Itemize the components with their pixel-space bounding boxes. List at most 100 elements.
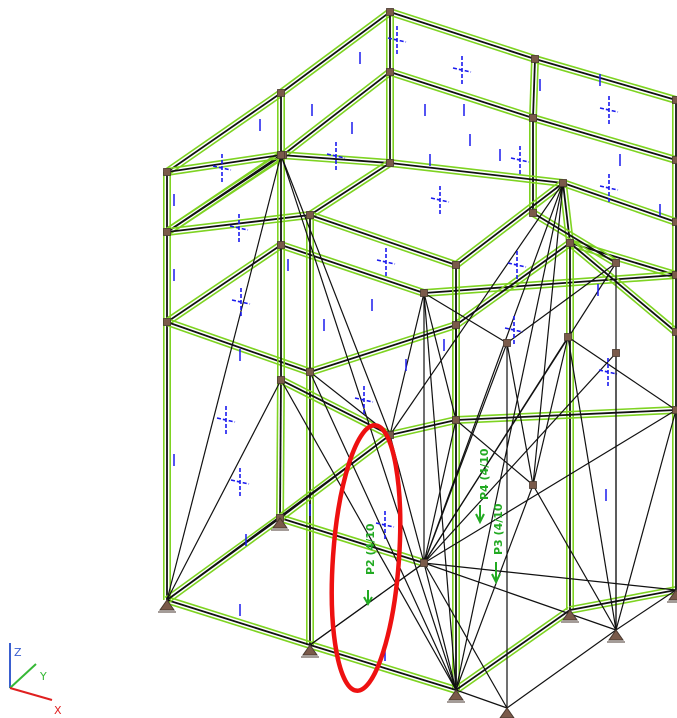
cable-member-18 <box>532 182 564 486</box>
load-cross-17 <box>216 406 236 434</box>
node-19 <box>672 271 677 279</box>
node-8 <box>672 156 677 164</box>
frame-outline-b-50 <box>534 209 619 261</box>
frame-outline-b-20 <box>390 159 564 181</box>
node-21 <box>306 368 314 376</box>
frame-outline-b-23 <box>311 165 393 219</box>
frame-outline-26 <box>457 184 566 269</box>
cable-member-29 <box>423 262 617 564</box>
member-label-p2-arrow <box>363 590 373 607</box>
frame-member-27 <box>562 182 571 244</box>
frame-member-48 <box>279 379 282 519</box>
frame-outline-20 <box>389 165 563 187</box>
frame-outline-1 <box>533 61 676 104</box>
frame-outline-25 <box>308 217 456 269</box>
load-cross-9 <box>510 146 530 174</box>
frame-member-22 <box>166 154 282 173</box>
member-label-p3: P3 (4/10 <box>491 503 505 585</box>
frame-outline-b-31 <box>423 271 676 291</box>
frame-outline-b-48 <box>282 380 285 519</box>
frame-outline-41 <box>165 602 310 649</box>
cable-member-1 <box>166 379 282 601</box>
node-20 <box>277 376 285 384</box>
cable-member-5 <box>280 154 391 436</box>
frame-outline-b-14 <box>535 59 539 119</box>
frame-outline-42 <box>308 647 456 694</box>
node-34 <box>672 406 677 414</box>
frame-member-28 <box>569 242 677 276</box>
node-13 <box>672 218 677 226</box>
frame-outline-14 <box>529 58 533 118</box>
frame-outline-b-2 <box>282 13 393 97</box>
frame-outline-b-34 <box>453 239 569 324</box>
member-label-p4-text: P4 (4/10 <box>478 448 491 500</box>
axis-y-label: Y <box>39 670 47 683</box>
cable-member-44 <box>455 419 534 486</box>
node-17 <box>452 261 460 269</box>
frame-outline-b-28 <box>570 239 677 273</box>
cable-member-45 <box>423 409 677 564</box>
node-30 <box>612 259 620 267</box>
cable-member-23 <box>567 336 617 631</box>
frame-outline-b-18 <box>164 151 280 231</box>
node-12 <box>559 179 567 187</box>
frame-member-55 <box>455 409 677 421</box>
frame-outline-b-58 <box>277 431 389 517</box>
node-9 <box>163 228 171 236</box>
cable-member-43 <box>423 419 457 564</box>
cable-member-46 <box>615 409 677 631</box>
node-18 <box>529 209 537 217</box>
load-markers-layer <box>173 26 661 661</box>
cable-member-17 <box>455 182 564 691</box>
frame-outline-24 <box>166 211 310 230</box>
load-cross-11 <box>598 358 618 386</box>
frame-member-21 <box>562 182 677 223</box>
load-cross-8 <box>599 174 619 202</box>
load-cross-4 <box>326 142 346 170</box>
axis-x-label: X <box>54 704 62 717</box>
frame-outline-43 <box>457 611 573 694</box>
node-24 <box>672 328 677 336</box>
frame-outline-b-4 <box>390 68 535 116</box>
frame-member-30 <box>280 244 425 294</box>
load-cross-10 <box>231 288 251 316</box>
frame-outline-b-6 <box>284 73 393 159</box>
cable-member-33 <box>423 562 508 709</box>
frame-outline-b-25 <box>310 211 458 263</box>
frame-outline-b-29 <box>164 241 280 321</box>
frame-member-23 <box>309 162 391 216</box>
frame-member-31 <box>423 274 677 294</box>
frame-outline-34 <box>457 244 573 329</box>
frame-outline-2 <box>278 8 389 92</box>
frame-outline-b-0 <box>390 8 537 57</box>
cable-member-9 <box>309 371 457 691</box>
load-cross-6 <box>376 248 396 276</box>
node-5 <box>386 68 394 76</box>
frame-member-0 <box>389 11 536 60</box>
node-11 <box>386 159 394 167</box>
frame-outline-3 <box>164 89 280 171</box>
frame-member-33 <box>309 324 457 373</box>
frame-outline-33 <box>310 327 458 376</box>
node-32 <box>612 349 620 357</box>
member-label-p2: P2 (4/10 <box>363 523 377 607</box>
frame-member-4 <box>389 71 534 119</box>
node-4 <box>672 96 677 104</box>
frame-outline-55 <box>456 412 677 424</box>
node-7 <box>529 114 537 122</box>
load-cross-14 <box>354 386 374 414</box>
frame-member-43 <box>455 609 571 691</box>
node-33 <box>452 416 460 424</box>
cable-member-11 <box>389 292 425 436</box>
frame-outline-6 <box>280 68 389 154</box>
frame-outline-31 <box>424 277 677 297</box>
frame-outline-b-30 <box>281 241 426 291</box>
cable-member-41 <box>455 689 508 709</box>
support-symbol-7 <box>271 517 289 531</box>
load-cross-13 <box>375 511 395 539</box>
frame-outline-b-33 <box>308 321 456 370</box>
axis-triad: Z Y X <box>9 643 62 717</box>
frame-outline-b-21 <box>563 179 677 220</box>
frame-member-32 <box>166 321 311 373</box>
